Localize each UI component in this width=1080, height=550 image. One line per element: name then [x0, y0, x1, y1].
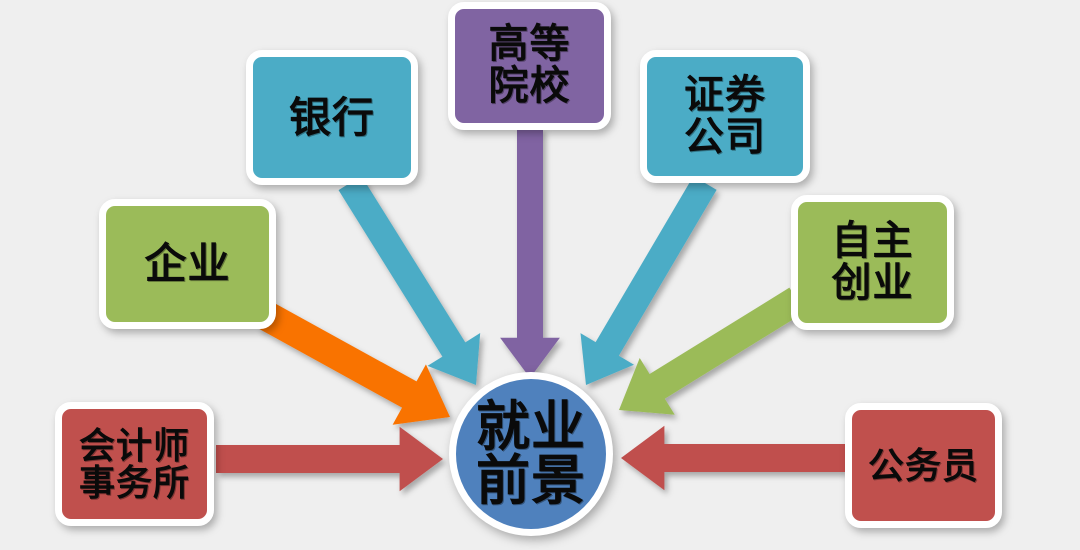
hub-employment-prospects[interactable]: 就业 前景	[449, 372, 613, 536]
arrow-securities-company	[580, 176, 717, 385]
arrow-bank	[338, 175, 481, 385]
node-label-enterprise: 企业	[144, 240, 231, 288]
arrow-higher-education	[500, 128, 560, 378]
node-label-self-employment: 自主 创业	[831, 218, 914, 305]
node-accounting-firm[interactable]: 会计师 事务所	[55, 402, 214, 526]
node-bank[interactable]: 银行	[246, 50, 418, 185]
arrow-civil-servant	[621, 425, 845, 491]
node-enterprise[interactable]: 企业	[99, 199, 276, 329]
node-label-bank: 银行	[288, 93, 375, 141]
node-label-accounting-firm: 会计师 事务所	[78, 424, 190, 503]
node-label-higher-education: 高等 院校	[488, 22, 571, 108]
hub-label: 就业 前景	[476, 397, 586, 511]
node-self-employment[interactable]: 自主 创业	[791, 195, 954, 330]
node-civil-servant[interactable]: 公务员	[845, 403, 1002, 528]
node-label-civil-servant: 公务员	[867, 444, 979, 486]
arrow-self-employment	[619, 287, 805, 415]
arrow-enterprise	[257, 301, 450, 425]
node-higher-education[interactable]: 高等 院校	[448, 2, 611, 130]
node-securities-company[interactable]: 证券 公司	[640, 50, 810, 183]
node-label-securities-company: 证券 公司	[684, 72, 766, 159]
arrow-accounting-firm	[216, 426, 443, 492]
